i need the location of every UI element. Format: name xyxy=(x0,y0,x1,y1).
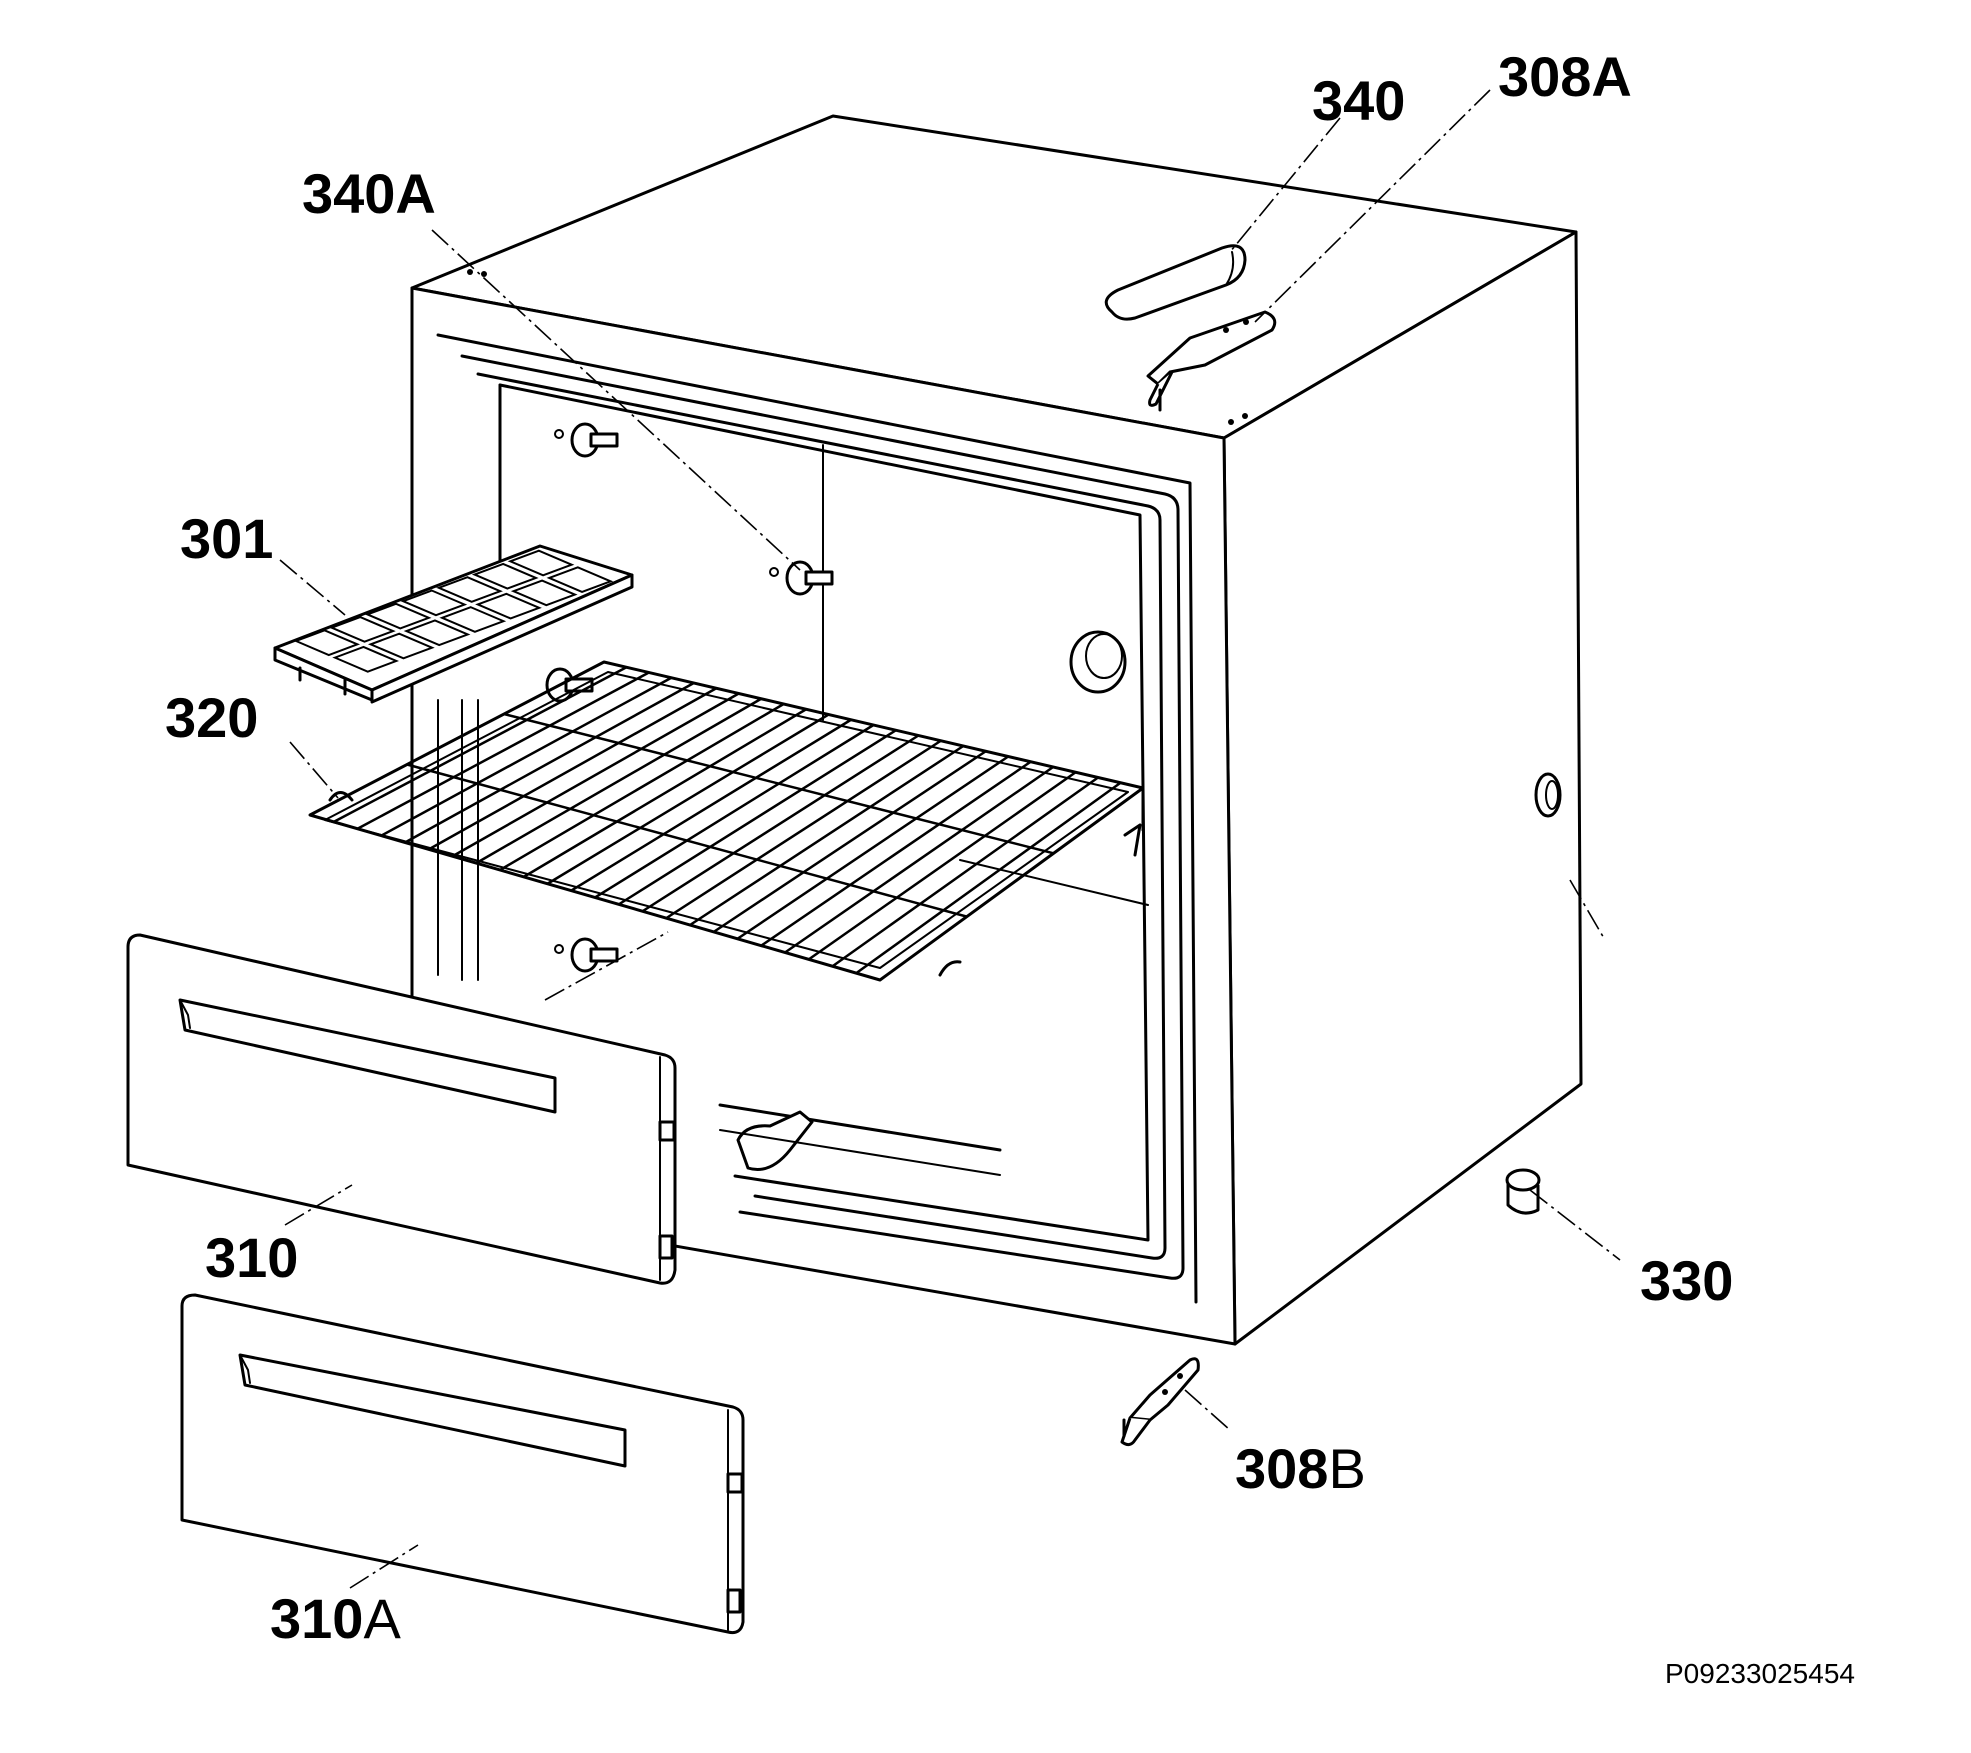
leader-lines xyxy=(279,89,1621,1589)
label-301: 301 xyxy=(180,507,273,570)
tray-cell xyxy=(471,562,539,590)
label-340: 340 xyxy=(1312,69,1405,132)
shelf-cross-wire xyxy=(406,763,968,918)
label-308B: 308B xyxy=(1235,1437,1366,1500)
shelf-wire xyxy=(713,750,987,933)
tray-cell xyxy=(329,616,396,643)
shelf-wire xyxy=(855,781,1122,975)
shelf-wire xyxy=(546,713,830,885)
tray-cell xyxy=(507,549,575,577)
upper-hinge-part xyxy=(1146,310,1277,412)
label-308A: 308A xyxy=(1498,45,1632,108)
shelf-wire xyxy=(618,729,897,906)
label-310A: 310A xyxy=(270,1587,401,1650)
shelf-wire xyxy=(428,687,717,851)
label-310A-number: 310 xyxy=(270,1587,363,1650)
label-310A-suffix: A xyxy=(363,1587,401,1650)
shelf-wire xyxy=(808,771,1077,961)
label-310: 310 xyxy=(205,1226,298,1289)
part-labels: 340 308A 340A 301 320 310 310A 330 308B … xyxy=(165,45,1855,1689)
shelf-wire xyxy=(594,723,875,899)
shelf-wire xyxy=(760,760,1032,947)
shelf-wire xyxy=(689,744,965,927)
lower-hinge-part xyxy=(1120,1357,1200,1447)
tray-cell xyxy=(439,606,507,633)
tray-cell xyxy=(367,632,435,660)
shelf-wire xyxy=(641,734,920,913)
tray-cell xyxy=(364,602,432,630)
tray-cell xyxy=(403,619,471,647)
shelf-wire xyxy=(380,676,672,837)
label-320: 320 xyxy=(165,686,258,749)
label-340A: 340A xyxy=(302,162,436,225)
shelf-wire xyxy=(356,671,650,830)
tray-cell xyxy=(293,629,361,657)
shelf-wire xyxy=(831,776,1099,968)
drawing-code: P09233025454 xyxy=(1665,1658,1855,1689)
tray-cell xyxy=(546,566,614,593)
label-330: 330 xyxy=(1640,1249,1733,1312)
foot-cap-part xyxy=(1505,1168,1541,1215)
shelf-wire xyxy=(333,666,628,823)
shelf-wire xyxy=(523,708,807,878)
tray-cell xyxy=(332,645,400,673)
ice-cube-tray xyxy=(273,544,634,704)
shelf-wire xyxy=(736,755,1009,940)
drawer-panel-310A xyxy=(180,1293,745,1634)
shelf-wire xyxy=(404,681,695,844)
door-handle-part xyxy=(1104,244,1247,321)
tray-cell xyxy=(510,579,578,607)
shelf-wire xyxy=(475,697,762,865)
shelf-wire xyxy=(570,718,852,892)
shelf-wire xyxy=(784,765,1054,954)
shelf-wire xyxy=(499,702,785,872)
drawer-panel-310 xyxy=(126,933,677,1285)
shelf-cross-wire xyxy=(503,712,1054,855)
tray-cell xyxy=(436,576,503,603)
shelf-support-pins xyxy=(545,422,834,973)
label-308B-number: 308 xyxy=(1235,1437,1328,1500)
tray-cell xyxy=(400,589,468,617)
tray-cell xyxy=(475,592,542,620)
wire-shelf xyxy=(308,660,1145,982)
label-308B-suffix: B xyxy=(1328,1437,1365,1500)
shelf-wire xyxy=(451,692,740,858)
shelf-wire xyxy=(665,739,942,920)
